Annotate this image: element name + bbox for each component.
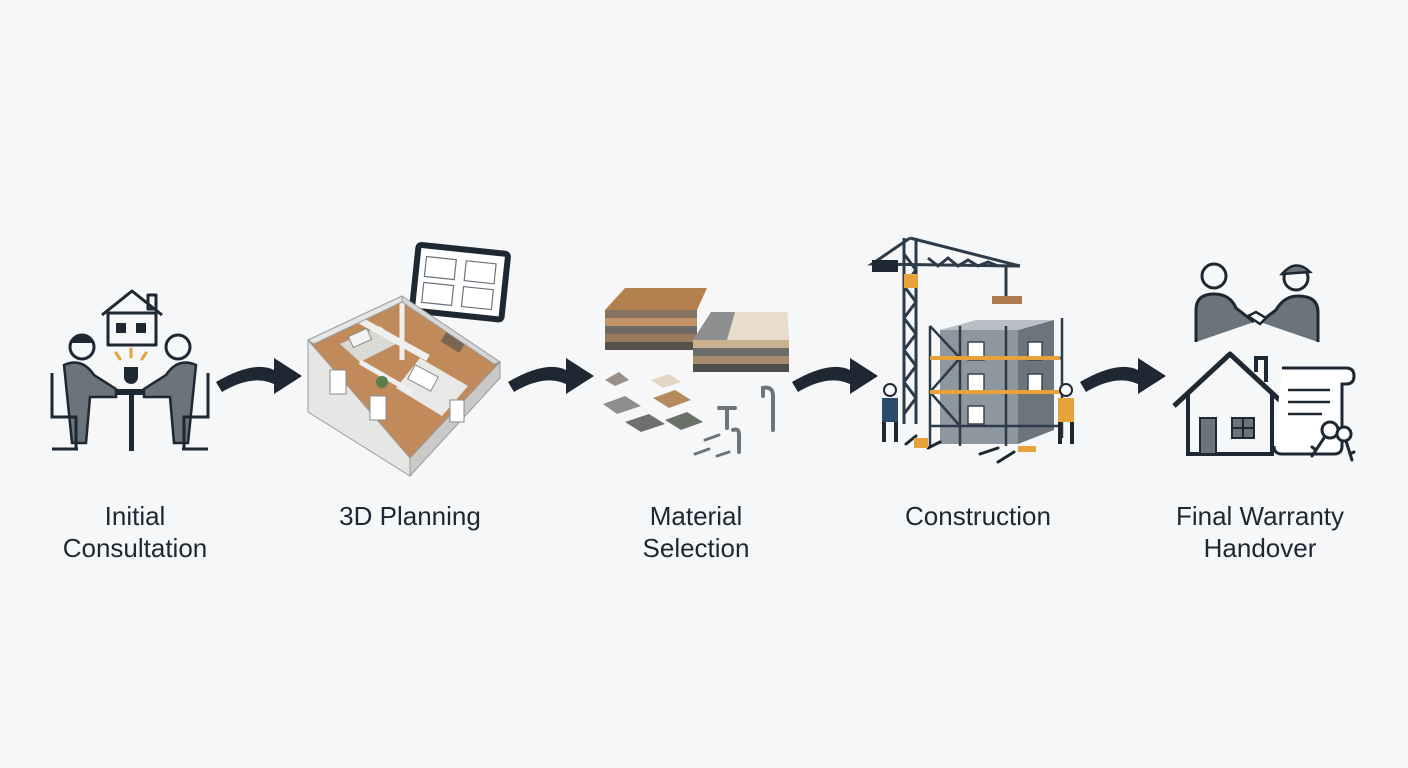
handshake-house-keys-icon [1172, 262, 1356, 462]
construction-site-icon [867, 236, 1074, 464]
step-label-line1: 3D Planning [339, 501, 481, 531]
step-label-materials: Material Selection [576, 500, 816, 564]
step-label-line2: Selection [642, 533, 750, 563]
arrow-1 [216, 358, 302, 394]
step-label-handover: Final Warranty Handover [1140, 500, 1380, 564]
step-label-construction: Construction [858, 500, 1098, 532]
arrow-3 [792, 358, 878, 394]
material-samples-icon [603, 288, 789, 458]
step-label-line1: Construction [905, 501, 1051, 531]
arrow-2 [508, 358, 594, 394]
3d-floorplan-icon [306, 241, 511, 478]
step-label-consultation: Initial Consultation [15, 500, 255, 564]
step-label-line2: Consultation [62, 533, 208, 563]
step-label-line1: Material [649, 501, 743, 531]
step-label-planning: 3D Planning [290, 500, 530, 532]
arrow-4 [1080, 358, 1166, 394]
consultation-meeting-icon [50, 289, 210, 451]
step-label-line1: Final Warranty [1175, 501, 1345, 531]
step-label-line2: Handover [1203, 533, 1317, 563]
step-label-line1: Initial [104, 501, 166, 531]
